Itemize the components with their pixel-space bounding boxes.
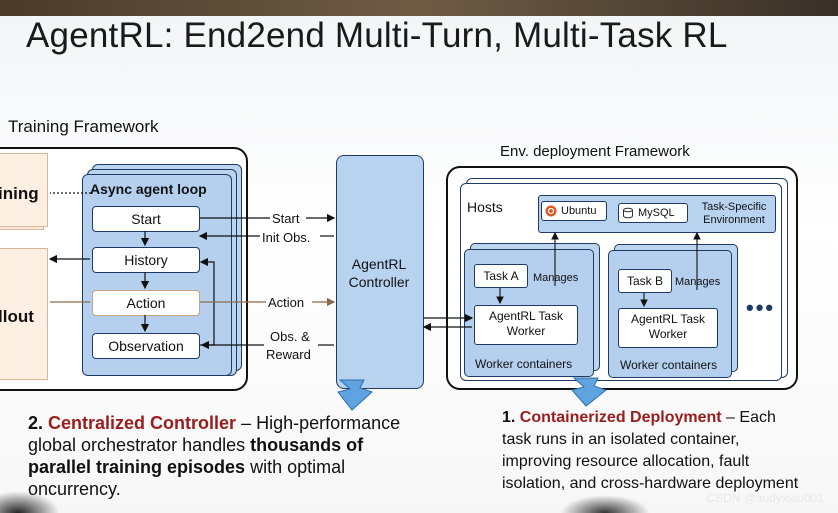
connection-start-label: Start xyxy=(272,211,300,226)
connection-reward-label: Reward xyxy=(266,347,311,362)
rollout-card-label: llout xyxy=(0,307,34,326)
bl-t2: global orchestrator handles xyxy=(28,435,251,455)
ubuntu-label: Ubuntu xyxy=(561,205,597,217)
bl-line-3: parallel training episodes with optimal xyxy=(28,456,498,478)
br-line-3: improving resource allocation, fault xyxy=(502,453,750,470)
connection-obs-label: Obs. & xyxy=(270,329,310,344)
step-start: Start xyxy=(92,206,200,232)
worker-a-line-1: AgentRL Task xyxy=(488,309,564,323)
ubuntu-env: Ubuntu xyxy=(541,201,607,221)
agentrl-controller-label: AgentRL Controller xyxy=(336,255,422,291)
agentrl-task-worker-a: AgentRL Task Worker xyxy=(474,305,578,345)
hosts-label: Hosts xyxy=(467,199,503,215)
worker-a-containers-label: Worker containers xyxy=(475,357,573,371)
worker-b-containers-label: Worker containers xyxy=(620,358,718,372)
centralized-controller-text: 2. Centralized Controller – High-perform… xyxy=(28,412,498,500)
bl-t1: – High-performance xyxy=(236,413,401,433)
room-background xyxy=(0,0,838,16)
bl-t3: with optimal xyxy=(245,457,346,477)
training-card-label: ining xyxy=(0,184,39,203)
task-b-box: Task B xyxy=(618,269,672,293)
bl-head: Centralized Controller xyxy=(48,413,237,433)
br-line-2: task runs in an isolated container, xyxy=(502,431,740,448)
worker-b-line-2: Worker xyxy=(648,327,688,341)
mysql-env: MySQL xyxy=(618,203,688,223)
connection-init-obs-label: Init Obs. xyxy=(262,230,311,245)
rollout-card xyxy=(0,248,48,380)
task-specific-env-label: Task-Specific Environment xyxy=(694,201,774,227)
env-framework-label: Env. deployment Framework xyxy=(500,143,690,160)
controller-line-2: Controller xyxy=(348,274,410,290)
env-note-line-1: Task-Specific xyxy=(701,201,767,213)
mysql-label: MySQL xyxy=(638,207,675,219)
training-card xyxy=(0,153,48,227)
bl-b2: thousands of xyxy=(250,435,364,455)
containerized-deployment-text: 1. Containerized Deployment – Each task … xyxy=(502,407,838,495)
br-head: Containerized Deployment xyxy=(519,409,722,426)
br-line-1: 1. Containerized Deployment – Each xyxy=(502,407,838,429)
worker-a-line-2: Worker xyxy=(506,324,546,338)
watermark: CSDN @audyxiao001 xyxy=(706,491,824,505)
agentrl-task-worker-b: AgentRL Task Worker xyxy=(618,308,718,348)
worker-b-line-1: AgentRL Task xyxy=(630,312,706,326)
br-num: 1. xyxy=(502,409,516,426)
more-workers-ellipsis: ••• xyxy=(746,295,776,320)
br-line-4: isolation, and cross-hardware deployment xyxy=(502,475,799,492)
audience-shadow-right xyxy=(560,495,650,513)
bl-line-1: 2. Centralized Controller – High-perform… xyxy=(28,412,498,434)
slide-title: AgentRL: End2end Multi-Turn, Multi-Task … xyxy=(26,16,728,55)
database-icon xyxy=(623,207,633,219)
bl-b3: parallel training episodes xyxy=(28,457,246,477)
step-action: Action xyxy=(92,290,200,316)
controller-line-1: AgentRL xyxy=(351,256,407,272)
agentrl-controller-box xyxy=(336,155,424,389)
async-agent-loop-title: Async agent loop xyxy=(90,181,207,197)
ubuntu-icon xyxy=(545,205,557,217)
audience-shadow-left xyxy=(0,491,60,513)
env-note-line-2: Environment xyxy=(703,214,765,226)
bl-num: 2. xyxy=(28,413,44,433)
worker-a-manages-label: Manages xyxy=(533,272,579,284)
connection-action-label: Action xyxy=(268,295,305,310)
worker-b-manages-label: Manages xyxy=(675,276,721,288)
br-t1: – Each xyxy=(721,409,776,426)
task-a-box: Task A xyxy=(474,264,528,288)
bl-line-4: oncurrency. xyxy=(28,478,498,500)
bl-line-2: global orchestrator handles thousands of xyxy=(28,434,498,456)
step-observation: Observation xyxy=(92,333,200,359)
step-history: History xyxy=(92,247,200,273)
training-framework-label: Training Framework xyxy=(8,117,159,136)
